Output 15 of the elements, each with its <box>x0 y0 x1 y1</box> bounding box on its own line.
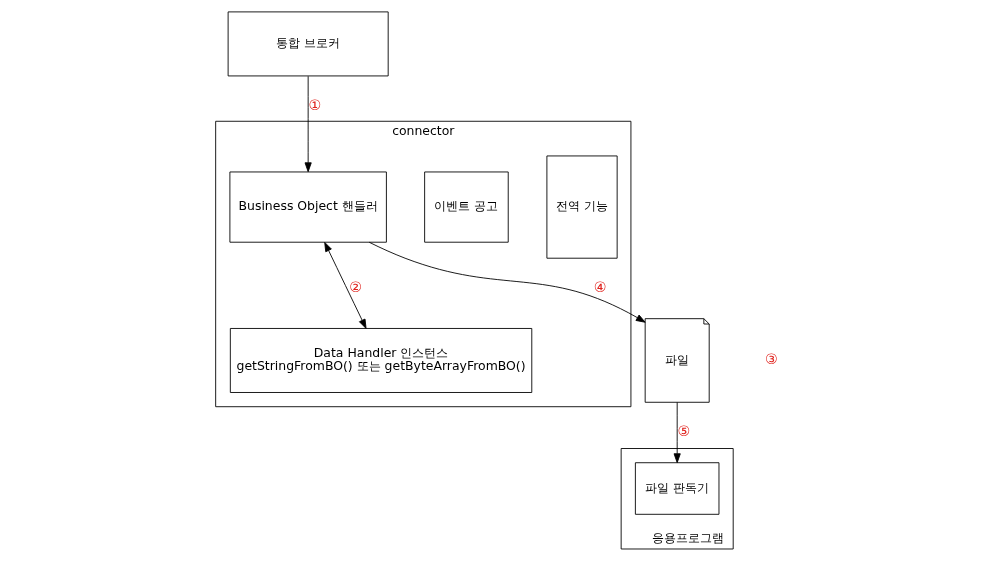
node-box: Business Object 핸들러 <box>229 171 387 243</box>
arrow <box>673 401 681 464</box>
edge-label: ① <box>308 96 322 113</box>
node-box: Data Handler 인스턴스 getStringFromBO() 또는 getByteArrayFromBO() <box>229 328 533 393</box>
edge-label: ② <box>349 278 363 295</box>
edge-label: ④ <box>593 278 607 295</box>
edge-label: ⑤ <box>677 422 691 439</box>
arrow <box>304 75 312 173</box>
node-box: 파일 판독기 <box>634 462 720 515</box>
node-box: 통합 브로커 <box>227 11 389 77</box>
arrow <box>324 241 367 329</box>
arrow <box>368 241 646 323</box>
label: ③ <box>765 350 778 367</box>
node-box: 전역 기능 <box>546 155 618 259</box>
node-box: 이벤트 공고 <box>424 171 509 243</box>
